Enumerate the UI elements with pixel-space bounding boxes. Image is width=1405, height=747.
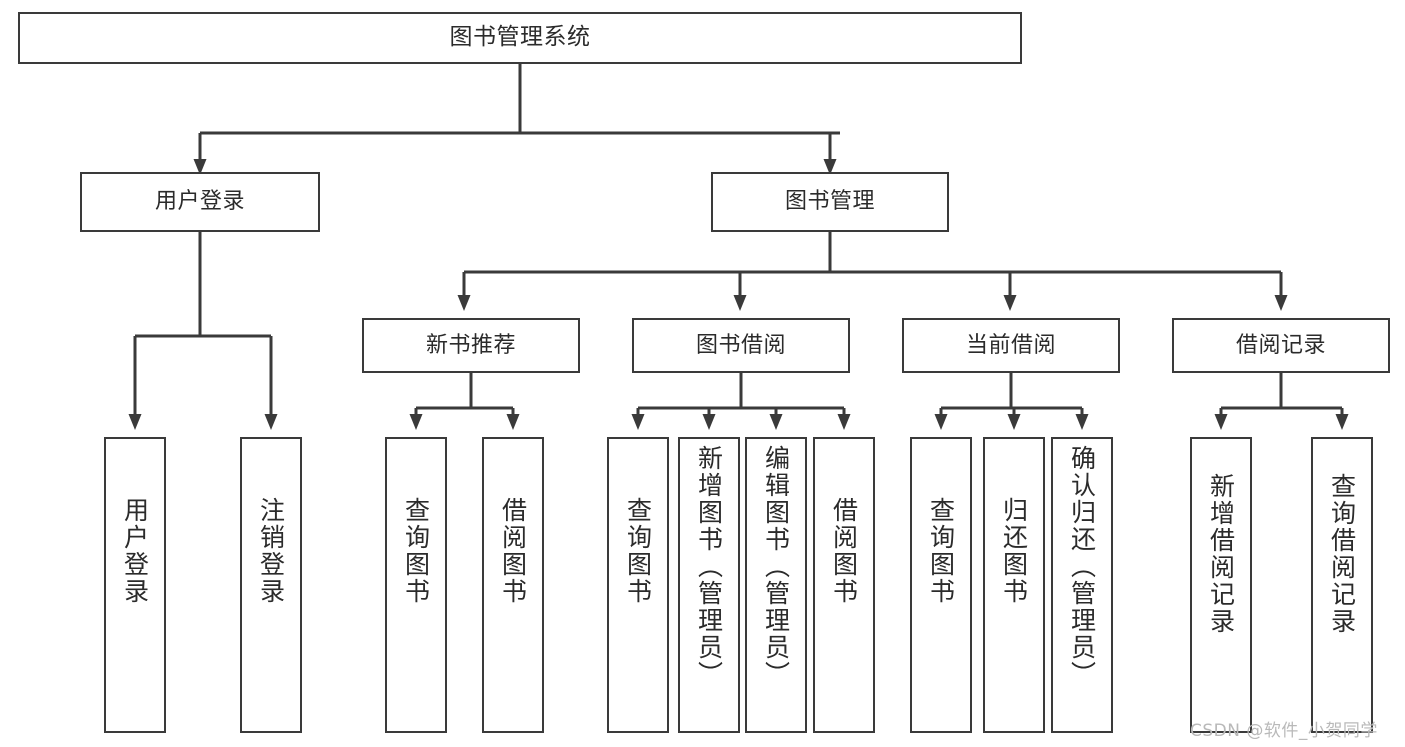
node-label: 新书推荐: [425, 332, 516, 358]
node-label: 借阅记录: [1235, 332, 1326, 358]
node-label: 新增借阅记录: [1206, 473, 1236, 635]
node-leaf-return-book[interactable]: 归还图书: [983, 437, 1045, 733]
node-borrow-record[interactable]: 借阅记录: [1172, 318, 1390, 373]
edges-userlogin-to-leaves: [128, 232, 278, 430]
edges-root-to-level2: [193, 64, 840, 175]
node-label: 注销登录: [256, 497, 286, 605]
node-leaf-borrow-book-recommend[interactable]: 借阅图书: [482, 437, 544, 733]
edges-newbook-to-leaves: [409, 373, 520, 430]
node-book-management[interactable]: 图书管理: [711, 172, 949, 232]
node-label: 编辑图书（管理员）: [761, 445, 791, 688]
node-label: 当前借阅: [965, 332, 1056, 358]
node-label: 用户登录: [154, 189, 245, 215]
node-leaf-borrow-book[interactable]: 借阅图书: [813, 437, 875, 733]
node-label: 查询图书: [623, 497, 653, 605]
node-current-borrow[interactable]: 当前借阅: [902, 318, 1120, 373]
edges-booksys-to-children: [457, 232, 1288, 311]
node-label: 查询图书: [926, 497, 956, 605]
node-leaf-query-book-current[interactable]: 查询图书: [910, 437, 972, 733]
node-leaf-query-book-recommend[interactable]: 查询图书: [385, 437, 447, 733]
edges-currentborrow-to-leaves: [934, 373, 1089, 430]
csdn-watermark: CSDN @软件_小贺同学: [1190, 721, 1378, 741]
node-label: 查询借阅记录: [1327, 473, 1357, 635]
node-leaf-query-book-borrow[interactable]: 查询图书: [607, 437, 669, 733]
node-leaf-add-borrow-record[interactable]: 新增借阅记录: [1190, 437, 1252, 733]
node-root-book-management-system[interactable]: 图书管理系统: [18, 12, 1022, 64]
node-label: 查询图书: [401, 497, 431, 605]
node-label: 用户登录: [120, 497, 150, 605]
node-label: 图书借阅: [695, 332, 786, 358]
node-label: 归还图书: [999, 497, 1029, 605]
node-leaf-edit-book-admin[interactable]: 编辑图书（管理员）: [745, 437, 807, 733]
node-leaf-confirm-return-admin[interactable]: 确认归还（管理员）: [1051, 437, 1113, 733]
node-label: 借阅图书: [498, 497, 528, 605]
edges-borrowrecord-to-leaves: [1214, 373, 1349, 430]
node-leaf-logout[interactable]: 注销登录: [240, 437, 302, 733]
node-leaf-add-book-admin[interactable]: 新增图书（管理员）: [678, 437, 740, 733]
node-leaf-user-login[interactable]: 用户登录: [104, 437, 166, 733]
node-label: 新增图书（管理员）: [694, 445, 724, 688]
node-new-book-recommend[interactable]: 新书推荐: [362, 318, 580, 373]
node-label: 图书管理系统: [449, 24, 591, 51]
node-book-borrow[interactable]: 图书借阅: [632, 318, 850, 373]
node-label: 确认归还（管理员）: [1067, 445, 1097, 688]
node-user-login[interactable]: 用户登录: [80, 172, 320, 232]
node-label: 图书管理: [784, 189, 875, 215]
edges-bookborrow-to-leaves: [631, 373, 851, 430]
node-leaf-query-borrow-record[interactable]: 查询借阅记录: [1311, 437, 1373, 733]
node-label: 借阅图书: [829, 497, 859, 605]
